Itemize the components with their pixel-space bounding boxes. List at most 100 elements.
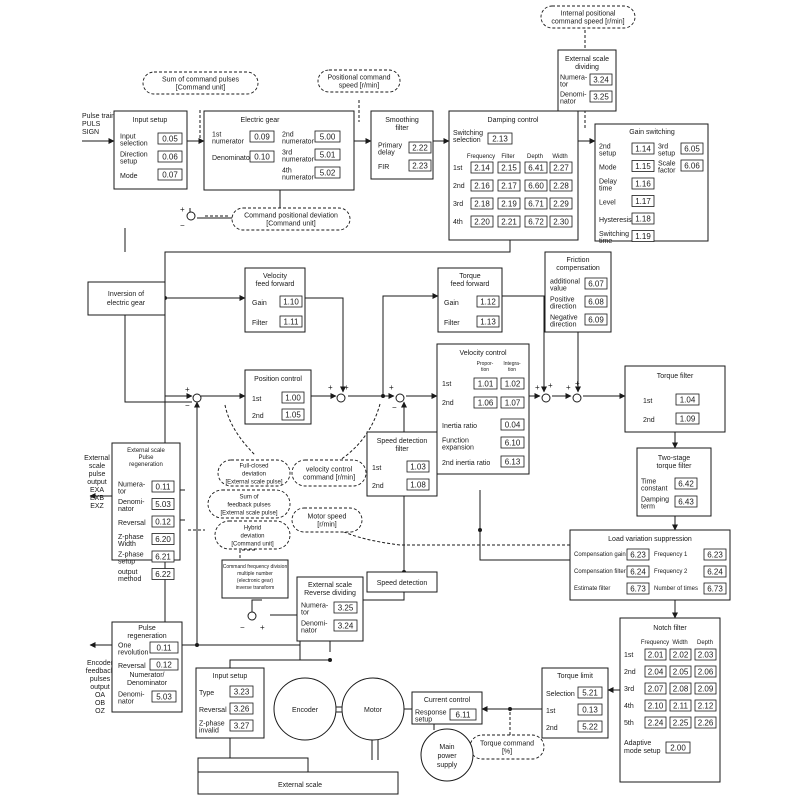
pulse-regen-label: Reversal (118, 663, 146, 670)
torque-limit-title: Torque limit (557, 673, 593, 680)
sign: + (566, 383, 571, 392)
velocity-param-value: 1.01 (478, 380, 494, 389)
ext-regen-label: method (118, 576, 141, 583)
blocks-layer: Pulse trainPULSSIGNExternalscalepulseout… (82, 5, 731, 795)
input-setup-param-box (157, 168, 183, 181)
velocity-ff-param-value: 1.10 (283, 298, 299, 307)
sign: − (240, 623, 245, 632)
current-control-param-box (449, 708, 477, 721)
input-setup2-label: Type (199, 690, 214, 697)
input-setup2-label: invalid (199, 728, 219, 735)
smoothing-title: Smoothing (385, 117, 419, 124)
friction-param-box (584, 295, 608, 308)
velocity-row-label: 1st (442, 381, 451, 388)
velocity-single-label: Function (442, 437, 469, 444)
ext-output-label: EXA (90, 487, 104, 494)
gain-switching-label: setup (658, 151, 675, 158)
velocity-single-box (500, 436, 525, 449)
velocity-control-frame (436, 343, 530, 475)
sign: + (344, 383, 349, 392)
torque-limit-param-box (577, 686, 603, 699)
two-stage-title: torque filter (656, 463, 692, 470)
damping-param-box (497, 215, 521, 228)
notch-param-box (644, 648, 667, 661)
cmd-freq-div-text: multiple number (237, 571, 273, 577)
damping-param-value: 6.72 (528, 218, 544, 227)
load-label: Compensation gain (574, 552, 626, 558)
torque-filter-title: Torque filter (657, 373, 694, 380)
gain-switching-param-value: 1.17 (635, 197, 651, 206)
velocity-single-label: 2nd inertia ratio (442, 460, 490, 467)
damping-param-box (524, 215, 548, 228)
ext-regen-param-value: 0.11 (156, 483, 172, 492)
two-stage-param-value: 6.43 (678, 498, 694, 507)
sum-command-text: [Command unit] (176, 85, 225, 92)
gain-switching-title: Gain switching (629, 129, 675, 136)
vel-cmd-frame (291, 459, 367, 487)
velocity-single-label: expansion (442, 445, 474, 452)
pulse-regen-param-box (149, 641, 179, 654)
ext-regen-label: setup (118, 559, 135, 566)
torque-limit-label: 2nd (546, 725, 558, 732)
ext-regen-label: output (118, 569, 138, 576)
cmd-freq-div-frame (221, 559, 289, 599)
velocity-param-box (473, 396, 498, 409)
notch-param-value: 2.03 (698, 651, 714, 660)
electric-gear-param-value: 5.00 (320, 133, 336, 142)
electric-gear-label: numerator (282, 157, 315, 164)
sum-feedback-text: [External scale pulse] (220, 511, 277, 517)
ext-regen-title: regeneration (129, 462, 163, 468)
notch-param-value: 2.07 (648, 685, 664, 694)
damping-header: Width (552, 154, 567, 160)
notch-title: Notch filter (653, 625, 687, 632)
gain-switching-param-value: 1.19 (635, 232, 651, 241)
sign: + (328, 383, 333, 392)
damping-param-value: 6.60 (528, 182, 544, 191)
damping-param-value: 2.16 (474, 182, 490, 191)
ext-regen-param-box (151, 498, 175, 510)
damping-param-value: 2.17 (501, 182, 517, 191)
torque-cmd-text: Torque command (480, 741, 534, 748)
damping-param-value: 2.19 (501, 200, 517, 209)
damping-param-box (549, 161, 573, 174)
ext-regen-label: Z-phase (118, 551, 144, 558)
pulse-train-label: SIGN (82, 129, 99, 136)
two-stage-param-box (674, 477, 698, 490)
velocity-param-box (473, 377, 498, 390)
gain-switching-label: time (599, 186, 612, 193)
damping-header: Frequency (467, 154, 495, 160)
gain-switching-param-value: 6.05 (684, 145, 700, 154)
electric-gear-param-box (314, 130, 341, 143)
damping-param-box (470, 215, 494, 228)
encoder-output-label: output (90, 684, 110, 691)
pulse-regen-label: nator (118, 699, 135, 706)
damping-param-box (470, 197, 494, 210)
velocity-param-box (500, 396, 525, 409)
damping-switch-label: Switching (453, 130, 483, 137)
velocity-control-title: Velocity control (459, 350, 507, 357)
torque-ff-param-box (476, 315, 500, 328)
ext-regen-label: Numera- (118, 481, 146, 488)
load-variation-frame (569, 529, 731, 601)
ext-dividing-title: External scale (565, 56, 609, 63)
damping-param-box (470, 179, 494, 192)
gain-switching-label: Hysteresis (599, 217, 632, 224)
input-setup2-param-value: 3.27 (234, 722, 250, 731)
speed-det-filter-title: Speed detection (377, 438, 428, 445)
internal-speed-text: command speed [r/min] (551, 19, 624, 26)
load-param2-box (703, 548, 727, 561)
ext-regen-title: Pulse (138, 455, 154, 461)
velocity-header: tion (508, 367, 516, 373)
torque-ff-param-value: 1.13 (480, 318, 496, 327)
hybrid-text: [Command unit] (231, 542, 274, 548)
ext-regen-param-box (151, 533, 175, 545)
encoder-label: Encoder (292, 707, 319, 714)
torque-ff-param-box (476, 295, 500, 308)
